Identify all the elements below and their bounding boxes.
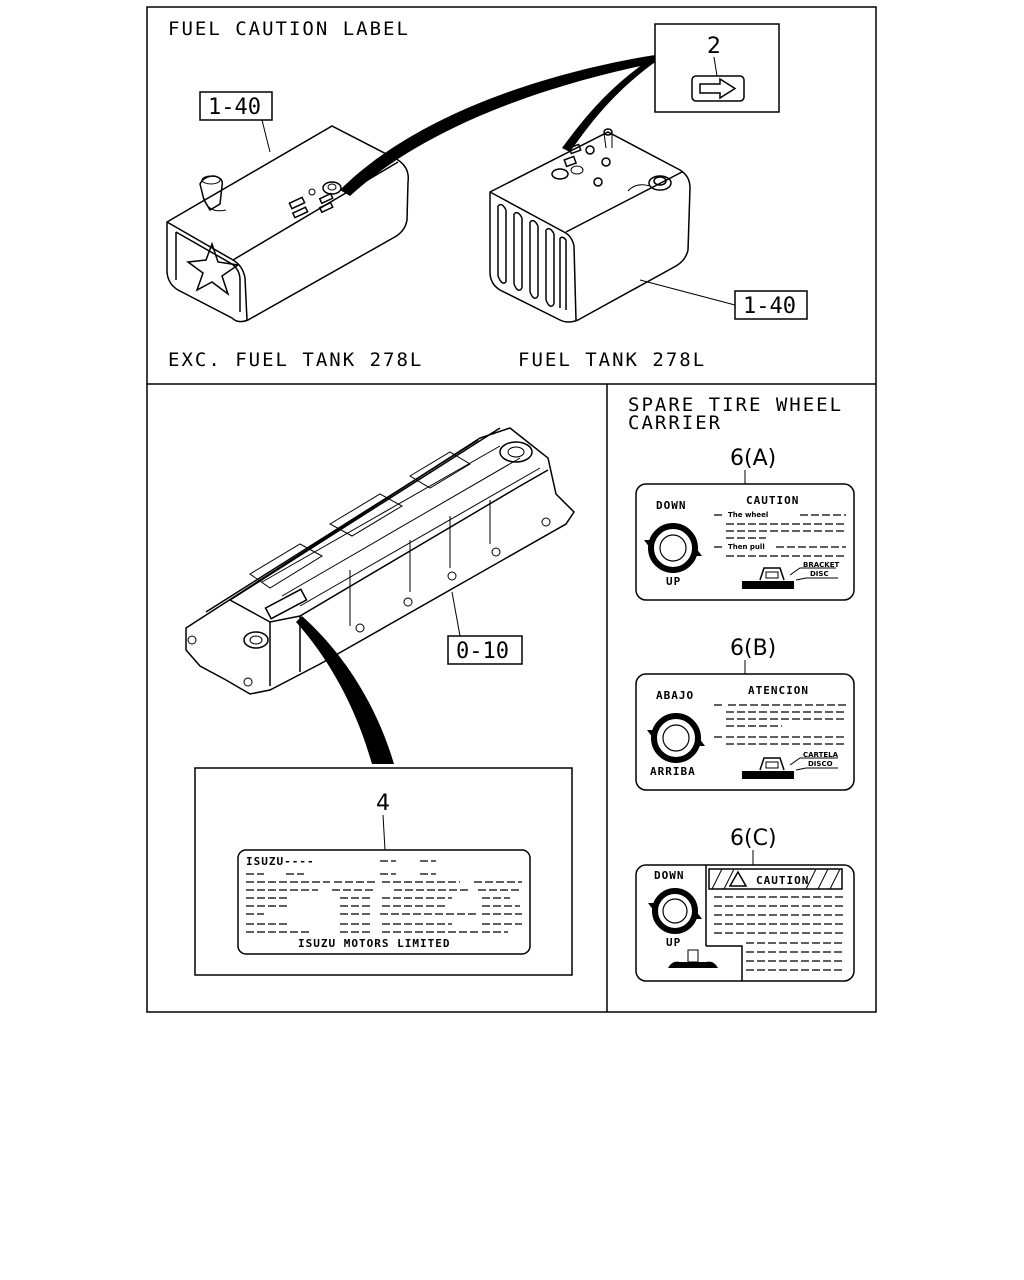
label-6a-heading: CAUTION bbox=[746, 494, 799, 507]
label-6a-up: UP bbox=[666, 575, 681, 588]
label-6b-down: ABAJO bbox=[656, 689, 694, 702]
fuel-caution-panel: FUEL CAUTION LABEL 2 bbox=[166, 18, 808, 371]
label-6b-up: ARRIBA bbox=[650, 765, 696, 778]
label-6c-up: UP bbox=[666, 936, 681, 949]
label-6c-down: DOWN bbox=[654, 869, 685, 882]
oil-filler bbox=[499, 441, 533, 463]
bracket-illustration bbox=[742, 567, 794, 589]
label-6a-text1: The wheel bbox=[728, 511, 768, 519]
rotation-dial-icon bbox=[647, 713, 705, 763]
plate-brand: ISUZU---- bbox=[246, 855, 315, 868]
spare-tire-title-line2: CARRIER bbox=[628, 412, 722, 434]
label-6b-part1: CARTELA bbox=[803, 751, 839, 759]
spare-tire-title-line1: SPARE TIRE WHEEL bbox=[628, 394, 843, 416]
caution-banner bbox=[708, 868, 843, 890]
ref-right: 1-40 bbox=[743, 294, 796, 319]
left-tank-caption: EXC. FUEL TANK 278L bbox=[168, 349, 423, 371]
warning-triangle-icon bbox=[728, 870, 748, 887]
label-6a-part3: WHEEL bbox=[764, 583, 792, 591]
label-6b-part2: DISCO bbox=[808, 760, 833, 768]
ref-box-cover bbox=[447, 635, 523, 665]
label-6b-heading: ATENCION bbox=[748, 684, 809, 697]
bracket-illustration bbox=[668, 949, 718, 968]
leader-curve-cover bbox=[296, 616, 394, 764]
rocker-cover bbox=[185, 427, 575, 695]
filler-neck bbox=[199, 175, 224, 212]
plate-footer: ISUZU MOTORS LIMITED bbox=[298, 937, 450, 950]
rotation-dial-icon bbox=[648, 888, 702, 934]
ref-left: 1-40 bbox=[208, 95, 261, 120]
right-tank-caption: FUEL TANK 278L bbox=[518, 349, 706, 371]
label-6a-part2: DISC bbox=[810, 570, 829, 578]
bracket-illustration bbox=[742, 757, 794, 779]
ref-cover: 0-10 bbox=[456, 639, 509, 664]
leader-curve-right bbox=[562, 56, 655, 152]
spare-tire-panel: SPARE TIRE WHEEL CARRIER 6(A) DOWN UP CA… bbox=[628, 394, 855, 982]
label-6c: 6(C) DOWN UP CAUTION bbox=[635, 826, 855, 982]
label-6a-down: DOWN bbox=[656, 499, 687, 512]
vent-ribs bbox=[497, 203, 507, 284]
gauge-unit bbox=[322, 181, 342, 195]
plate-text-lines bbox=[246, 860, 522, 933]
callout-4-number: 4 bbox=[376, 791, 390, 816]
cover-ribs bbox=[261, 445, 541, 607]
filler-cap bbox=[648, 175, 672, 191]
label-6a-callout: 6(A) bbox=[730, 446, 776, 471]
callout-2-number: 2 bbox=[707, 34, 721, 59]
cover-panel: 0-10 4 ISUZU---- ISUZU MOTORS LIMITED bbox=[185, 427, 575, 976]
arrow-label bbox=[691, 75, 745, 102]
fuel-tank-right bbox=[489, 128, 691, 323]
arrow-icon bbox=[699, 77, 737, 100]
label-6b: 6(B) ABAJO ARRIBA ATENCION CARTELA DI bbox=[635, 636, 855, 791]
id-plate bbox=[237, 849, 531, 955]
fuel-panel-title: FUEL CAUTION LABEL bbox=[168, 18, 410, 40]
label-6c-heading: CAUTION bbox=[756, 874, 809, 887]
callout-4-box bbox=[194, 767, 573, 976]
callout-2-box bbox=[654, 23, 780, 113]
fuel-tank-left bbox=[166, 125, 410, 323]
star-emblem bbox=[186, 241, 240, 297]
label-6a-text2: Then pull bbox=[728, 543, 765, 551]
ref-box-left bbox=[199, 91, 273, 121]
label-6a: 6(A) DOWN UP CAUTION The wheel Then pull bbox=[635, 446, 855, 601]
rotation-dial-icon bbox=[644, 523, 702, 573]
label-6c-callout: 6(C) bbox=[730, 826, 777, 851]
label-6a-part1: BRACKET bbox=[803, 561, 839, 569]
label-6b-callout: 6(B) bbox=[730, 636, 776, 661]
leader-curve-left bbox=[340, 55, 655, 196]
diagram-frame bbox=[146, 6, 877, 1013]
